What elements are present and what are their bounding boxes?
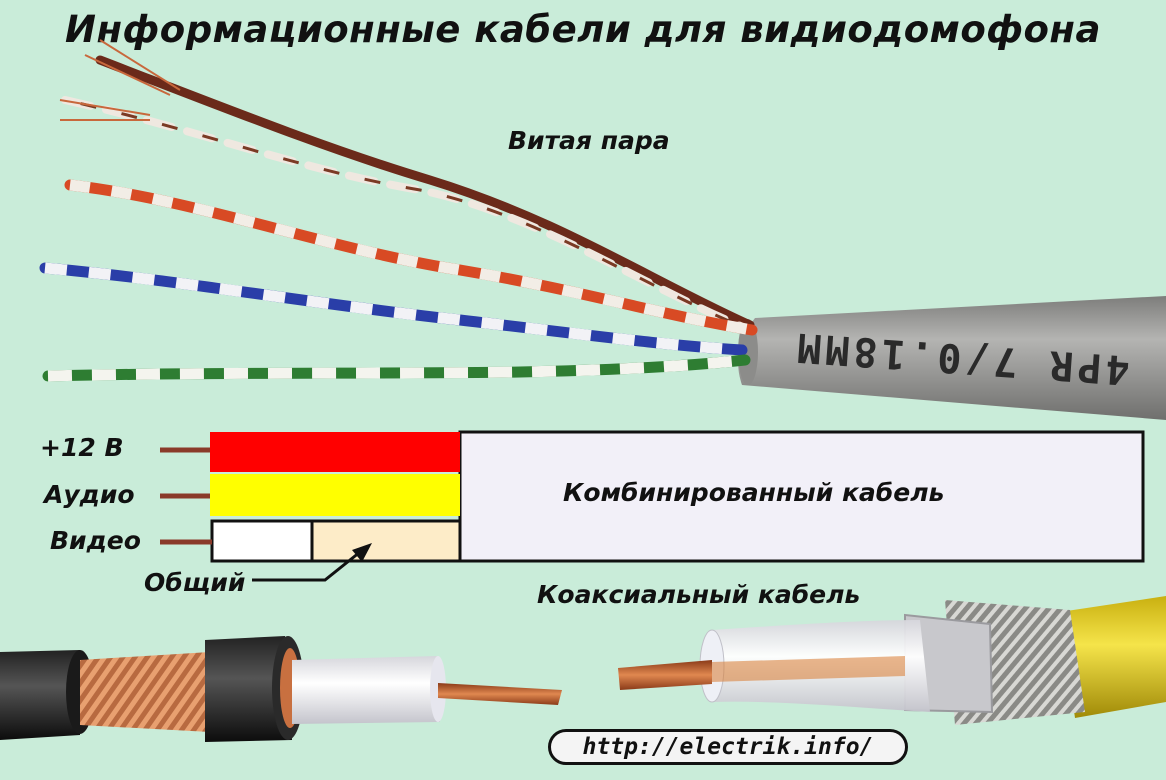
grey-jacket xyxy=(738,296,1166,420)
combined-cable-diagram xyxy=(160,430,1145,582)
twisted-pair-cable: 4PR 7/0.18MM xyxy=(39,39,1166,420)
coax-cable-label: Коаксиальный кабель xyxy=(537,580,861,609)
label-common: Общий xyxy=(144,568,246,597)
label-audio: Аудио xyxy=(44,480,135,509)
wire-green-white xyxy=(47,354,746,382)
coax-right-jacket xyxy=(1060,596,1166,718)
wire-common-bar xyxy=(310,519,462,563)
coax-left-jacket-mid xyxy=(205,636,292,742)
wire-12v-bar xyxy=(210,432,460,472)
label-12v: +12 В xyxy=(40,433,124,462)
coax-right-core xyxy=(618,660,712,690)
coax-left-insulation xyxy=(292,656,440,724)
wire-video-bar xyxy=(210,519,314,563)
common-arrow xyxy=(252,550,361,582)
page-title: Информационные кабели для видиодомофона xyxy=(65,8,1101,51)
wire-brown xyxy=(95,55,755,330)
wire-orange-white xyxy=(69,179,753,336)
wire-blue-white xyxy=(44,262,743,356)
wire-audio-bar xyxy=(210,474,460,516)
coax-left-braid xyxy=(80,652,210,732)
combined-cable-label: Комбинированный кабель xyxy=(563,478,945,507)
jacket-end xyxy=(738,319,758,385)
strands-brown xyxy=(59,39,181,121)
source-url[interactable]: http://electrik.info/ xyxy=(548,729,908,765)
common-arrow-head xyxy=(352,543,372,562)
coax-cable-left xyxy=(0,636,562,742)
coax-cable-right xyxy=(618,596,1166,725)
coax-right-core-inner xyxy=(712,656,905,682)
twisted-pair-label: Витая пара xyxy=(508,126,670,155)
combined-cable-body xyxy=(458,430,1145,563)
coax-left-core xyxy=(438,683,562,705)
coax-left-jacket-outer xyxy=(0,650,80,740)
wire-brown-white-2 xyxy=(64,98,751,332)
label-video: Видео xyxy=(50,526,141,555)
